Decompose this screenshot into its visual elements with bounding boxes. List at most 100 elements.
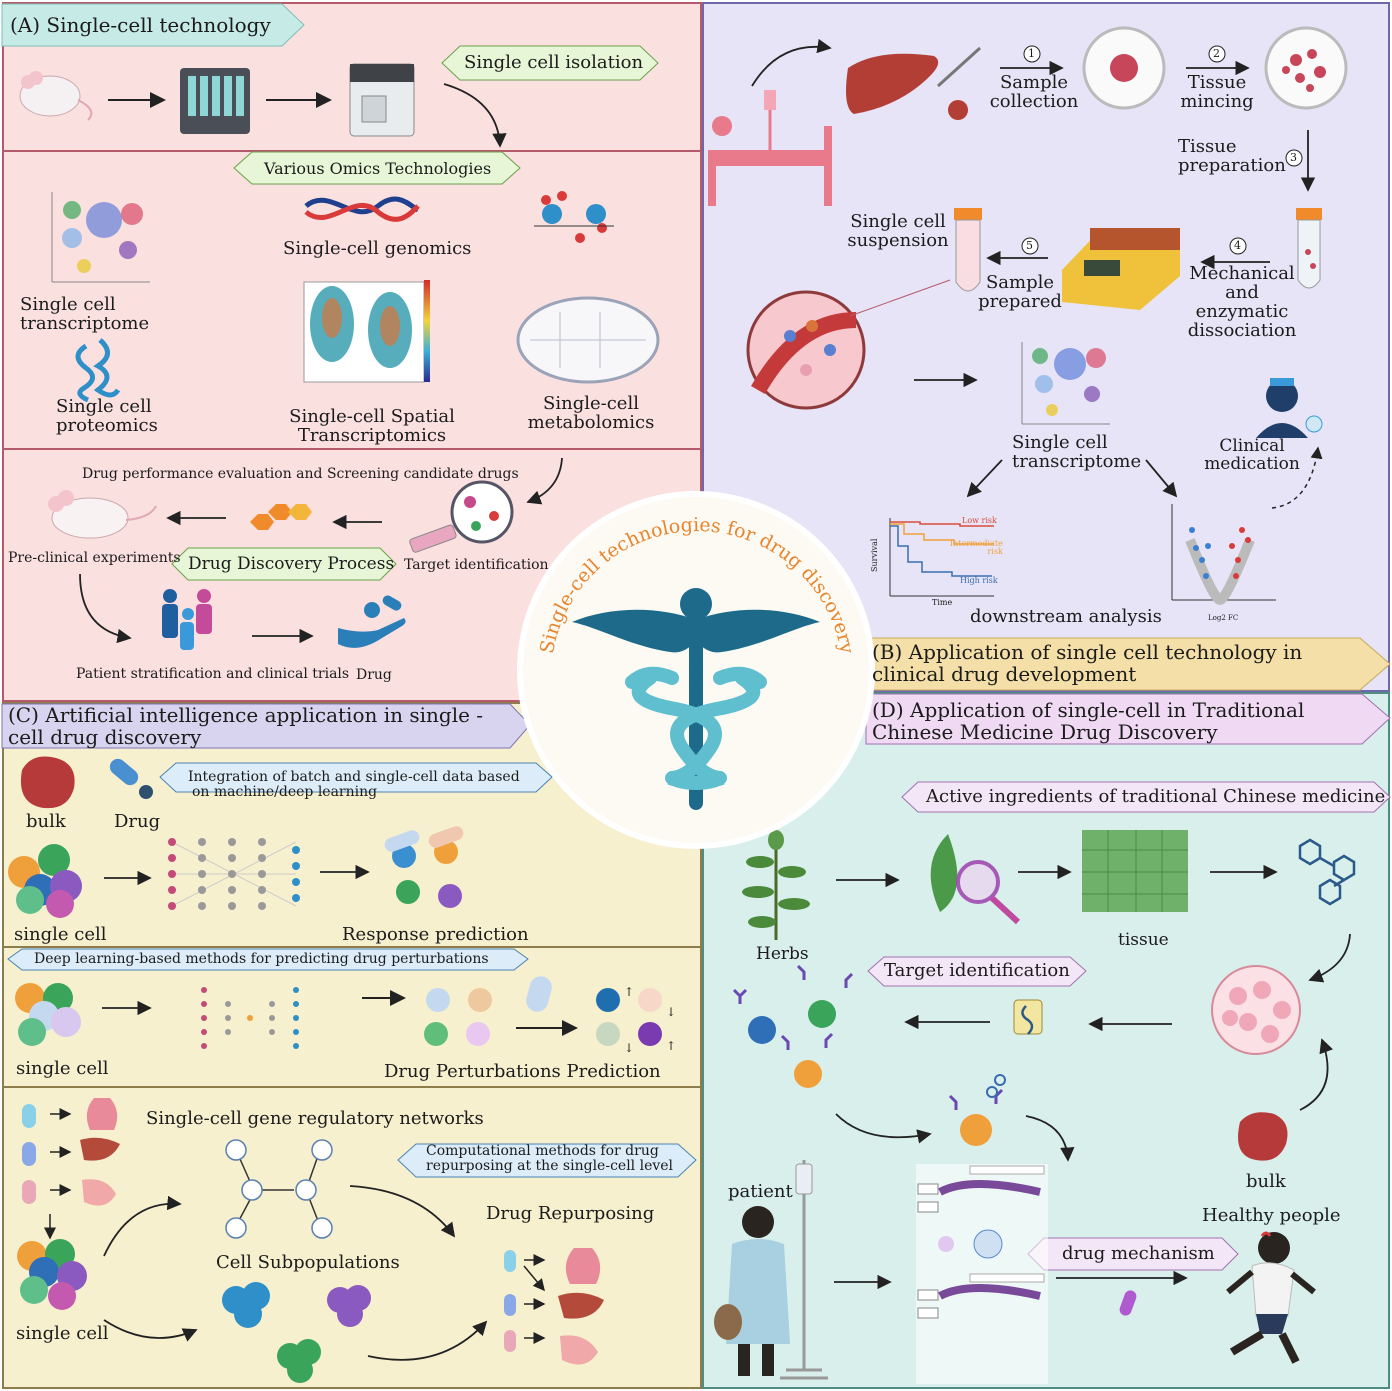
clinical-line1: Clinical: [1219, 436, 1285, 456]
cell-cluster-icon-3: [17, 1239, 87, 1310]
blood-vessel-icon: [746, 279, 951, 410]
proteomics-line1: Single cell: [56, 396, 152, 417]
isolation-tag: [441, 45, 659, 81]
caduceus-icon: [572, 588, 820, 810]
histone-icon: [534, 191, 614, 243]
purple-capsule-icon: [1119, 1290, 1137, 1316]
step5-line2: prepared: [978, 290, 1062, 312]
response-cells-icon: [384, 826, 464, 908]
step1-line2: collection: [989, 90, 1079, 112]
bulk-c-label: bulk: [26, 811, 66, 832]
subpopulation-cells-icon: [222, 1282, 371, 1383]
step-3-circle: [1285, 149, 1303, 167]
target-molecule-icon: [1013, 999, 1043, 1035]
step4-line1: Mechanical: [1189, 263, 1295, 284]
step4-line3: enzymatic: [1195, 300, 1289, 322]
transcriptome-a-label: Single cell transcriptome: [20, 294, 150, 334]
drug-c-label: Drug: [114, 811, 161, 832]
herbs-label: Herbs: [756, 944, 809, 964]
transcriptome-a-line1: Single cell: [20, 294, 116, 315]
single-cell-c1-label: single cell: [14, 924, 107, 945]
active-tag: [901, 781, 1391, 813]
response-label: Response prediction: [342, 924, 529, 945]
panel-c-header-line2: cell drug discovery: [8, 725, 202, 749]
panel-d-header-line2: Chinese Medicine Drug Discovery: [872, 720, 1218, 744]
panel-c-banner: [1, 703, 531, 749]
computational-tag: [397, 1143, 697, 1178]
panel-b-header: (B) Application of single cell technolog…: [872, 641, 1302, 685]
step4-label: Mechanical and enzymatic dissociation: [1184, 263, 1300, 341]
panel-a-banner: [1, 3, 305, 47]
tube-5-icon: [954, 208, 982, 292]
omics-tag: [233, 151, 521, 185]
survival-mid-line2: risk: [987, 547, 1003, 557]
svg-text:↑: ↑: [624, 985, 634, 999]
svg-text:↑: ↑: [666, 1039, 676, 1053]
suspension-line1: Single cell: [850, 211, 946, 232]
step3-line1: Tissue: [1178, 136, 1237, 157]
mechanism-label: drug mechanism: [1062, 1243, 1215, 1264]
patient-iv-icon: [714, 1160, 828, 1380]
omics-label: Various Omics Technologies: [264, 159, 492, 178]
tube-4-icon: [1296, 208, 1322, 289]
isolation-label: Single cell isolation: [464, 52, 644, 73]
discovery-tag: [171, 547, 397, 581]
panel-a-header: (A) Single-cell technology: [10, 13, 271, 37]
preclinical-label: Pre-clinical experiments: [8, 550, 181, 566]
healthy-child-icon: [1226, 1231, 1316, 1364]
metabolomics-line2: metabolomics: [527, 411, 655, 433]
bulk-d-label: bulk: [1246, 1171, 1286, 1192]
survival-xlabel: Time: [932, 598, 953, 607]
cell-sorter-icon: [349, 63, 415, 137]
volcano-xlabel: Log2 FC: [1208, 614, 1239, 622]
step4-line2: and: [1225, 281, 1259, 303]
downstream-label: downstream analysis: [970, 606, 1162, 627]
metabolomics-line1: Single-cell: [543, 393, 639, 414]
petri-dish-2-icon: [1264, 26, 1348, 110]
hospital-bed-icon: [708, 90, 832, 206]
target-d-label: Target identification: [884, 960, 1070, 981]
mitochondria-icon: [516, 296, 660, 384]
perturbation-cells-before: [424, 976, 552, 1046]
deep-learning-tag: [7, 948, 529, 971]
integration-line2: on machine/deep learning: [192, 783, 378, 800]
step2-line1: Tissue: [1187, 72, 1247, 93]
drug-eval-label: Drug performance evaluation and Screenin…: [82, 466, 519, 482]
clinical-label: Clinical medication: [1200, 436, 1304, 474]
lab-rat-icon: [48, 490, 157, 539]
cell-cluster-icon-1: [8, 844, 82, 918]
proteomics-line2: proteomics: [56, 414, 158, 436]
integration-label: Integration of batch and single-cell dat…: [188, 770, 520, 799]
spatial-label: Single-cell Spatial Transcriptomics: [282, 407, 462, 446]
metabolomics-label: Single-cell metabolomics: [518, 393, 664, 433]
step2-label: Tissue mincing: [1172, 72, 1262, 112]
leaf-magnifier-icon: [930, 834, 1021, 925]
survival-ylabel: Survival: [870, 538, 879, 572]
suspension-line2: suspension: [847, 229, 949, 251]
transcriptome-b-line2: transcriptome: [1012, 450, 1142, 472]
divider-c1: [2, 946, 702, 948]
drug-hand-icon: [338, 595, 406, 648]
panel-b-header-line2: clinical drug development: [872, 662, 1137, 686]
molecule-icon: [1298, 838, 1356, 906]
survival-low-label: Low risk: [962, 516, 997, 525]
mouse-icon: [19, 71, 93, 121]
step5-line1: Sample: [985, 272, 1055, 293]
dna-helix-icon: [304, 196, 420, 222]
transcriptome-b-label: Single cell transcriptome: [1012, 433, 1142, 472]
step1-line1: Sample: [999, 72, 1069, 93]
single-cell-c3-label: single cell: [16, 1323, 109, 1344]
active-label: Active ingredients of traditional Chines…: [926, 786, 1386, 807]
stratification-label: Patient stratification and clinical tria…: [76, 666, 350, 682]
panel-d-banner: [865, 693, 1391, 745]
subpopulations-label: Cell Subpopulations: [216, 1252, 400, 1273]
drug-bound-cell-icon: [948, 1074, 1006, 1146]
target-a-label: Target identification: [404, 557, 549, 573]
step-3-number: 3: [1290, 151, 1297, 164]
shaker-machine-icon: [1062, 228, 1180, 310]
liver-icon: [846, 46, 982, 120]
computational-label: Computational methods for drug repurposi…: [426, 1144, 673, 1173]
patients-icon: [162, 589, 212, 650]
divider-c2: [2, 1086, 702, 1088]
perturbation-cells-after: ↑↓ ↓↑: [596, 985, 676, 1055]
